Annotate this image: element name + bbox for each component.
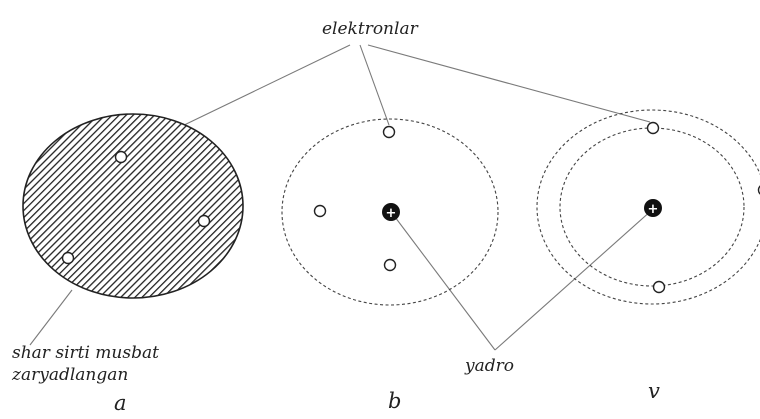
leader-electrons-b	[359, 44, 390, 126]
electron-v-1	[646, 121, 660, 135]
orbit-v-outer	[536, 109, 760, 305]
electron-b-1	[382, 125, 396, 139]
electron-a-2	[197, 214, 211, 228]
surface-note-line1: shar sirti musbat	[12, 343, 159, 363]
orbit-b	[281, 118, 499, 306]
model-b-label: b	[388, 389, 401, 413]
model-v-label: v	[648, 379, 660, 403]
leader-surface-note	[29, 289, 73, 346]
charged-sphere-a	[22, 113, 244, 299]
leader-nucleus-b	[391, 212, 496, 351]
nucleus-b	[382, 203, 400, 221]
electron-a-1	[114, 150, 128, 164]
leader-nucleus-v	[494, 209, 653, 351]
electron-b-2	[313, 204, 327, 218]
nucleus-v	[644, 199, 662, 217]
electron-v-2	[652, 280, 666, 294]
nucleus-label: yadro	[464, 356, 514, 376]
electron-b-3	[383, 258, 397, 272]
nucleus-v-plus: +	[648, 202, 659, 217]
model-a-label: a	[114, 391, 127, 415]
leader-electrons-v	[367, 44, 651, 123]
surface-note-line2: zaryadlangan	[11, 365, 128, 385]
electrons-label: elektronlar	[322, 19, 419, 39]
nucleus-b-plus: +	[386, 206, 397, 221]
electron-a-3	[61, 251, 75, 265]
